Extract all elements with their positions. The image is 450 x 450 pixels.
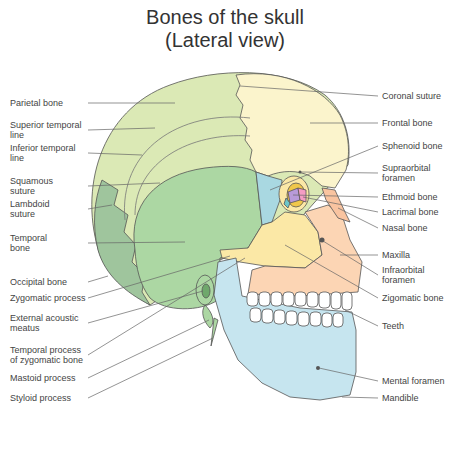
tooth <box>271 292 282 306</box>
leader-line <box>285 245 378 298</box>
part-label: External acoustic meatus <box>10 313 88 333</box>
part-label: Temporal bone <box>10 233 60 253</box>
orbit <box>279 176 309 212</box>
tooth <box>333 313 343 327</box>
leader-line <box>342 397 378 398</box>
tooth <box>307 292 318 307</box>
tooth <box>342 292 352 310</box>
part-label: Maxilla <box>382 250 448 260</box>
part-label: Supraorbital foramen <box>382 163 442 183</box>
tooth <box>274 310 285 324</box>
leader-line <box>293 195 378 197</box>
tooth <box>247 292 258 306</box>
leader-line <box>88 256 230 298</box>
styloid-process <box>211 318 218 346</box>
part-label: Infraorbital foramen <box>382 265 442 285</box>
part-label: Styloid process <box>10 393 110 403</box>
part-label: Occipital bone <box>10 277 110 287</box>
part-label: Ethmoid bone <box>382 192 448 202</box>
leader-line <box>88 276 108 282</box>
mastoid-process <box>203 305 213 328</box>
tooth <box>319 292 330 308</box>
ear-canal <box>196 275 214 305</box>
tooth <box>250 308 261 322</box>
part-label: Nasal bone <box>382 223 448 233</box>
tooth <box>331 292 341 309</box>
part-label: Zigomatic bone <box>382 293 448 303</box>
leader-line <box>319 368 378 381</box>
leader-line <box>345 310 378 326</box>
teeth <box>247 292 352 327</box>
orbit-floor <box>284 198 290 208</box>
leader-line <box>301 172 378 173</box>
tooth <box>295 292 306 306</box>
tooth <box>283 292 294 306</box>
tooth <box>262 309 273 323</box>
leader-line <box>88 205 112 209</box>
leader-line <box>88 242 185 243</box>
part-label: Mental foramen <box>382 376 448 386</box>
part-label: Frontal bone <box>382 118 448 128</box>
part-label: Inferior temporal line <box>10 143 86 163</box>
diagram-title: Bones of the skull (Lateral view) <box>125 6 325 52</box>
tooth <box>322 313 332 327</box>
mandible <box>214 258 356 400</box>
nasal-bone <box>322 188 350 222</box>
leader-line <box>323 241 378 275</box>
leader-line <box>88 338 213 398</box>
part-label: Superior temporal line <box>10 120 86 140</box>
leader-line <box>88 291 203 323</box>
superior-temporal-line <box>124 117 250 220</box>
part-label: Mastoid process <box>10 373 110 383</box>
part-label: Sphenoid bone <box>382 141 448 151</box>
leader-line <box>88 128 155 130</box>
leader-line <box>88 183 160 186</box>
ear-canal-inner <box>202 284 210 298</box>
part-label: Teeth <box>382 321 448 331</box>
leader-line <box>338 208 378 228</box>
part-label: Coronal suture <box>382 91 448 101</box>
leader-line <box>88 103 175 104</box>
tooth <box>259 292 270 306</box>
leader-line <box>310 123 378 124</box>
tooth <box>298 312 309 326</box>
part-label: Parietal bone <box>10 98 110 108</box>
part-label: Mandible <box>382 393 448 403</box>
leader-line <box>303 197 378 212</box>
leader-line <box>88 153 142 155</box>
part-label: Squamous suture <box>10 176 65 196</box>
tooth <box>310 312 321 326</box>
inferior-temporal-line <box>135 136 250 215</box>
tooth <box>286 311 297 325</box>
part-label: Lambdoid suture <box>10 199 65 219</box>
leader-line <box>270 146 378 190</box>
part-label: Temporal process of zygomatic bone <box>10 345 88 365</box>
part-label: Lacrimal bone <box>382 207 448 217</box>
leader-line <box>240 86 378 96</box>
part-label: Zygomatic process <box>10 293 110 303</box>
